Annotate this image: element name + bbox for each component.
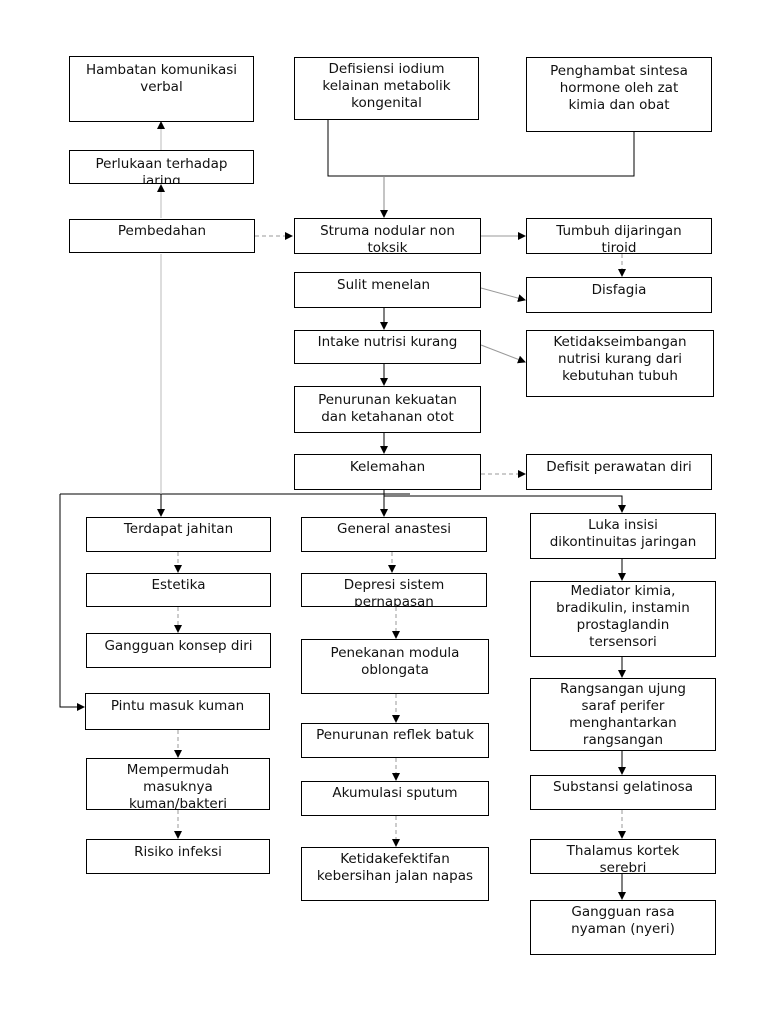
node-depresi-sistem: Depresi sistem pernapasan [301,573,487,607]
node-penghambat-sintesa: Penghambat sintesa hormone oleh zat kimi… [526,57,712,132]
node-pintu-masuk: Pintu masuk kuman [85,693,270,730]
node-disfagia: Disfagia [526,277,712,313]
node-kelemahan: Kelemahan [294,454,481,490]
node-perlukaan-jaringan: Perlukaan terhadap jaring [69,150,254,184]
arrow-intake-to-ketidakseimbangan [480,344,526,364]
node-intake-nutrisi: Intake nutrisi kurang [294,330,481,364]
node-general-anastesi: General anastesi [301,517,487,552]
node-estetika: Estetika [86,573,271,607]
node-ketidakseimbangan-nutrisi: Ketidakseimbangan nutrisi kurang dari ke… [526,330,714,397]
node-thalamus-kortek: Thalamus kortek serebri [530,839,716,874]
node-defisiensi-iodium: Defisiensi iodium kelainan metabolik kon… [294,57,479,120]
node-akumulasi-sputum: Akumulasi sputum [301,781,489,816]
node-struma-nodular: Struma nodular non toksik [294,218,481,254]
node-luka-insisi: Luka insisi dikontinuitas jaringan [530,513,716,559]
merge-line [327,120,635,177]
split-line-right [383,490,626,513]
arrow-split-to-pintu [59,494,85,711]
node-sulit-menelan: Sulit menelan [294,272,481,308]
node-mempermudah-masuknya: Mempermudah masuknya kuman/bakteri [86,758,270,810]
node-defisit-perawatan: Defisit perawatan diri [526,454,712,490]
node-mediator-kimia: Mediator kimia, bradikulin, instamin pro… [530,581,716,657]
node-risiko-infeksi: Risiko infeksi [86,839,270,874]
arrow-sulit-to-disfagia [480,287,526,303]
node-substansi-gelatinosa: Substansi gelatinosa [530,775,716,810]
node-penurunan-kekuatan: Penurunan kekuatan dan ketahanan otot [294,386,481,433]
node-hambatan-komunikasi: Hambatan komunikasi verbal [69,56,254,122]
node-tumbuh-tiroid: Tumbuh dijaringan tiroid [526,218,712,254]
node-terdapat-jahitan: Terdapat jahitan [86,517,271,552]
node-pembedahan: Pembedahan [69,219,255,253]
node-penurunan-reflek: Penurunan reflek batuk [301,723,489,758]
node-ketidakefektifan: Ketidakefektifan kebersihan jalan napas [301,847,489,901]
node-gangguan-konsep: Gangguan konsep diri [86,633,271,668]
node-gangguan-rasa: Gangguan rasa nyaman (nyeri) [530,900,716,955]
node-rangsangan-ujung: Rangsangan ujung saraf perifer menghanta… [530,678,716,751]
node-penekanan-modula: Penekanan modula oblongata [301,639,489,694]
